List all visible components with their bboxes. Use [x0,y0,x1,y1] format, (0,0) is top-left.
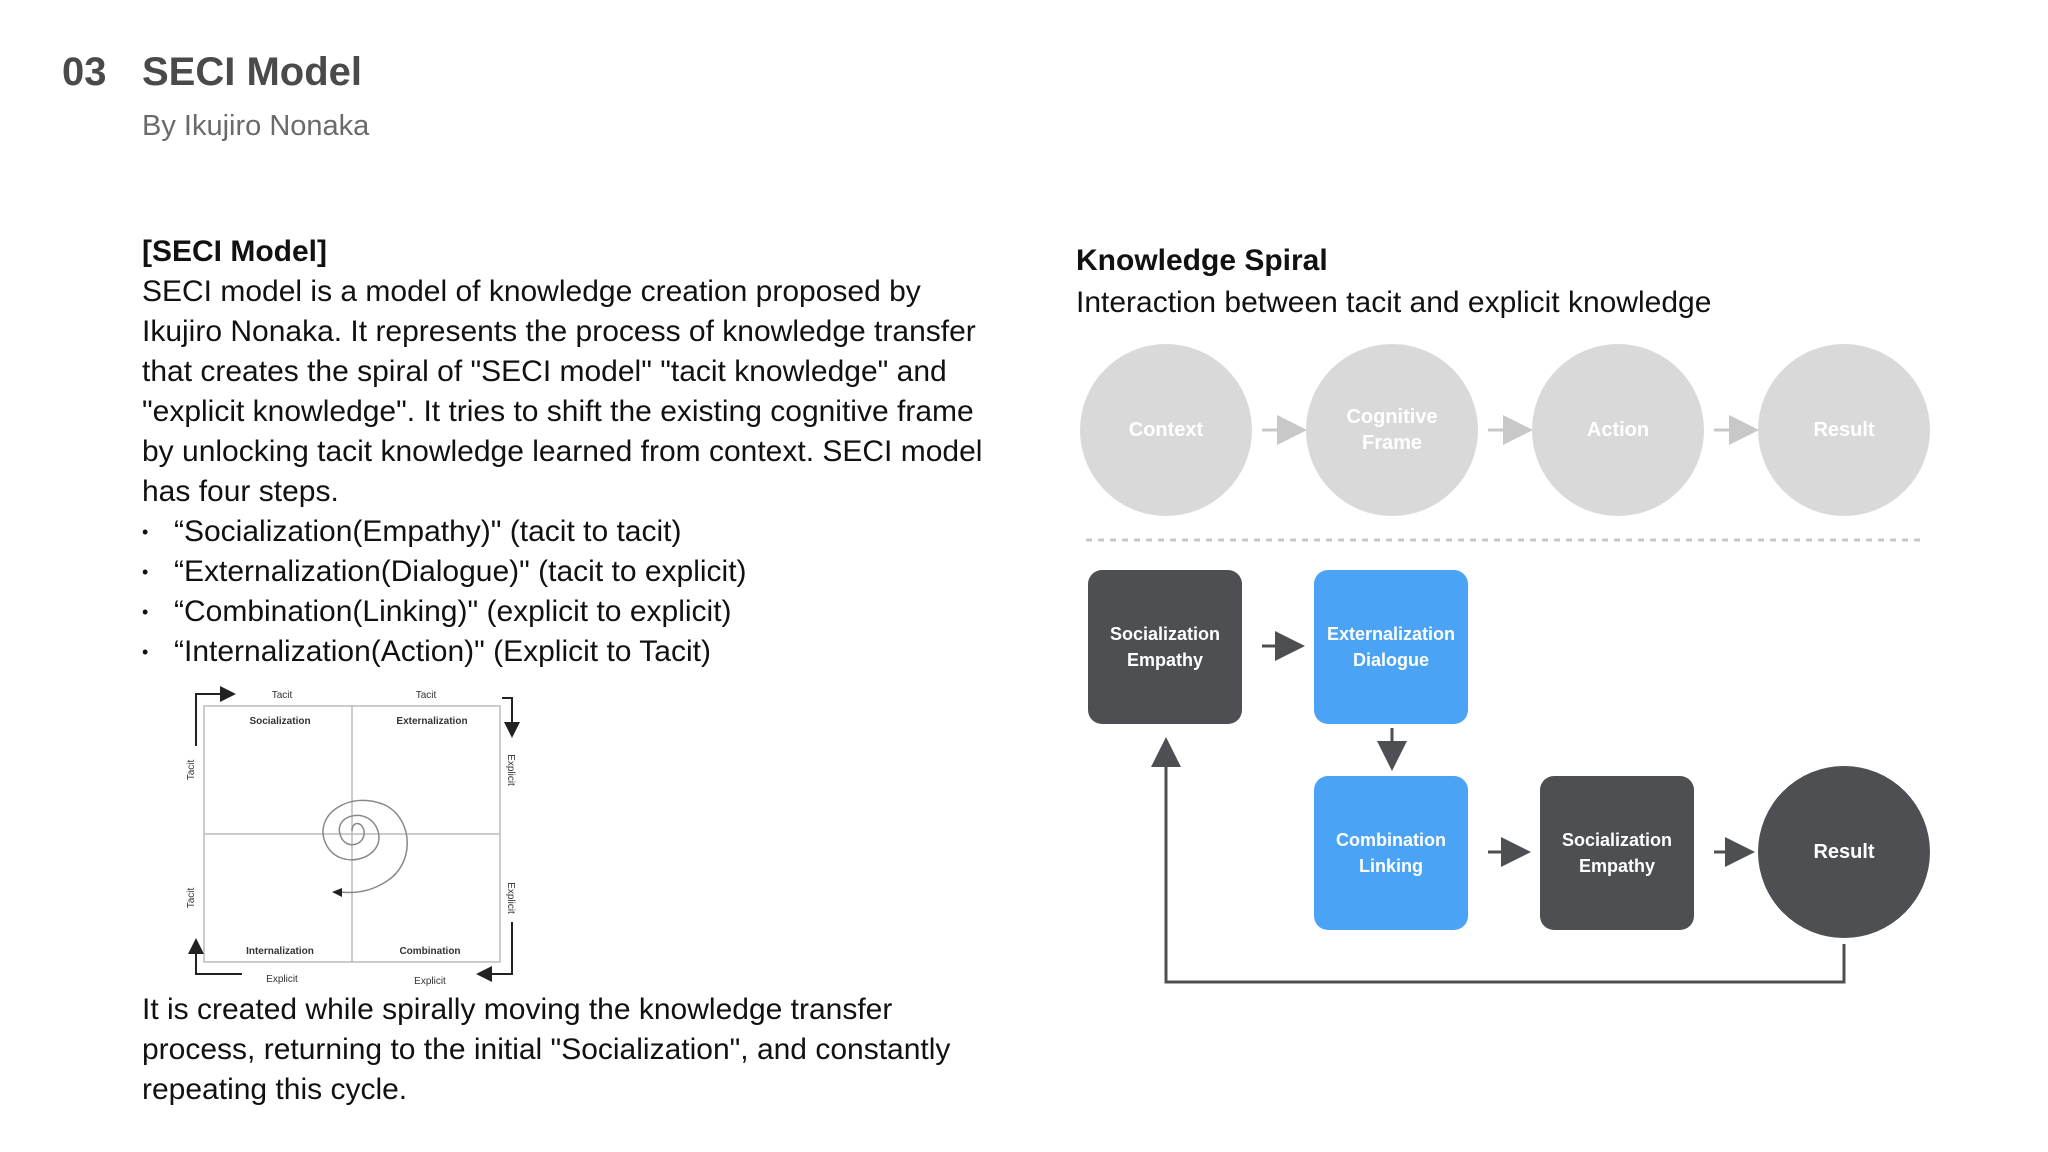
page-title: SECI Model [142,50,363,94]
circle-result-dark: Result [1758,766,1930,938]
knowledge-spiral-subtitle: Interaction between tacit and explicit k… [1076,286,1712,319]
list-item: • “Externalization(Dialogue)" (tacit to e… [142,552,1002,592]
quadrant-label-combination: Combination [399,946,460,957]
box-label-2: Empathy [1578,856,1656,876]
arrow-top-left [195,686,236,746]
seci-heading: [SECI Model] [142,235,327,268]
page-subtitle: By Ikujiro Nonaka [142,110,370,142]
quadrant-label-internalization: Internalization [246,946,314,957]
axis-label-top-right: Tacit [416,690,437,701]
spiral-arrowhead [332,888,342,897]
circle-context: Context [1080,344,1252,516]
step-text: “Socialization(Empathy)" (tacit to tacit… [174,515,682,548]
bullet-glyph: • [142,642,149,662]
box-label: Externalization [1326,624,1456,644]
step-text: “Internalization(Action)" (Explicit to T… [174,635,711,668]
box-label-2: Linking [1359,856,1423,876]
axis-label-right-top: Explicit [505,754,516,786]
result-label: Result [1813,840,1875,863]
circle-label: Result [1813,419,1875,441]
box-label-2: Dialogue [1352,650,1429,670]
axis-label-bottom-right: Explicit [414,976,446,986]
circle-label-2: Frame [1361,432,1423,454]
axis-label-left-top: Tacit [186,759,197,780]
list-item: • “Internalization(Action)" (Explicit to … [142,632,1002,672]
list-item: • “Socialization(Empathy)" (tacit to taci… [142,512,1002,552]
step-text: “Externalization(Dialogue)" (tacit to ex… [174,555,747,588]
circle-action: Action [1532,344,1704,516]
seci-paragraph: SECI model is a model of knowledge creat… [142,275,983,508]
seci-description: [SECI Model] SECI model is a model of kn… [142,232,1002,672]
axis-label-top-left: Tacit [272,690,293,701]
spiral-path [322,799,408,894]
arrow-bottom-left [188,938,242,975]
closing-paragraph: It is created while spirally moving the … [142,993,951,1106]
circle-label: Action [1586,419,1650,441]
axis-label-left-bottom: Tacit [186,887,197,908]
axis-label-bottom-left: Explicit [266,974,298,985]
section-number: 03 [62,50,107,94]
arrow-bottom-right [476,922,513,982]
quadrant-label-socialization: Socialization [249,716,310,727]
box-label-2: Empathy [1126,650,1204,670]
box-label: Combination [1336,830,1446,850]
box-label: Socialization [1109,624,1221,644]
axis-label-right-bottom: Explicit [505,882,516,914]
list-item: • “Combination(Linking)" (explicit to exp… [142,592,1002,632]
arrow-result-feedback-loop [1151,737,1846,984]
step-text: “Combination(Linking)" (explicit to expl… [174,595,732,628]
seci-quadrant-diagram: Tacit Tacit Explicit Explicit Tacit Taci… [186,686,520,986]
bullet-glyph: • [142,562,149,582]
circle-label: Context [1128,419,1204,441]
circle-label: Cognitive [1346,406,1438,428]
quadrant-label-externalization: Externalization [396,716,467,727]
bullet-glyph: • [142,602,149,622]
knowledge-spiral-title: Knowledge Spiral [1076,244,1328,277]
arrow-top-right [502,697,520,738]
circle-result: Result [1758,344,1930,516]
seci-steps-list: • “Socialization(Empathy)" (tacit to taci… [142,512,1002,672]
box-label: Socialization [1561,830,1673,850]
bullet-glyph: • [142,522,149,542]
